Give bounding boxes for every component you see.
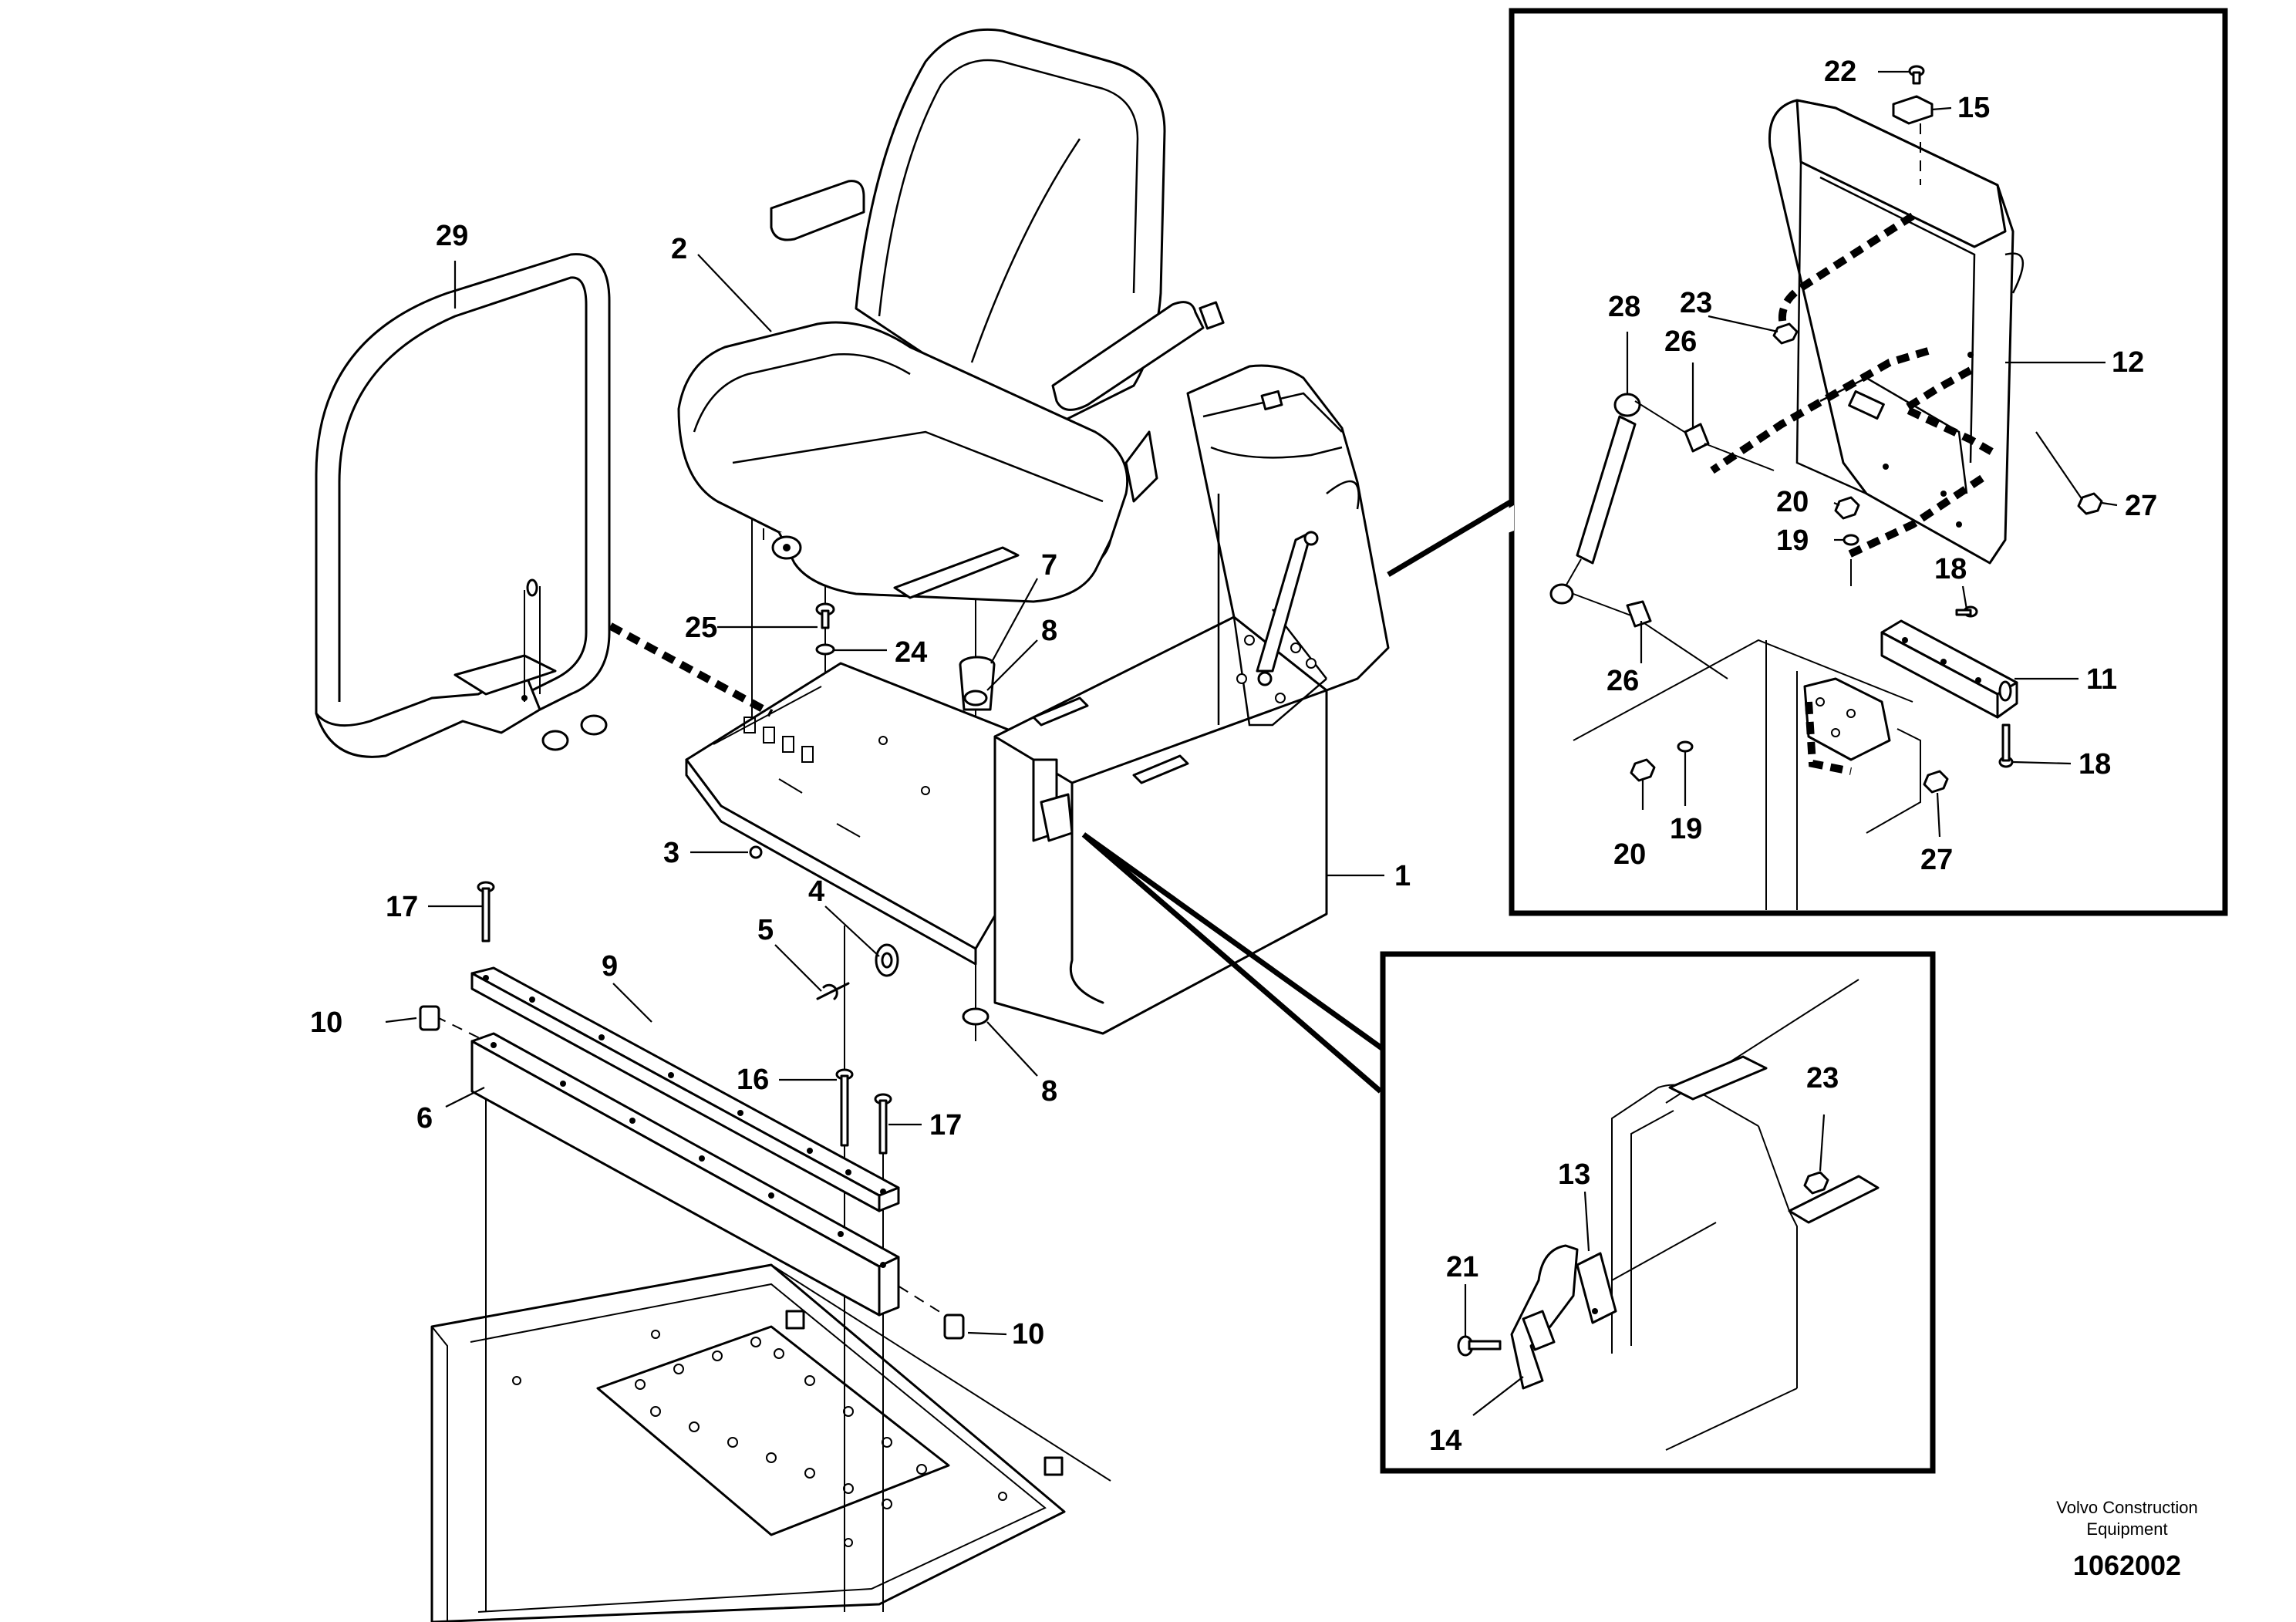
- detail-nut-23-lower: [1803, 1171, 1829, 1195]
- detail-nut-27-top: [2077, 492, 2103, 515]
- footer-brand: Volvo Construction Equipment 1062002: [2056, 1498, 2197, 1581]
- callout-2: 2: [671, 233, 687, 265]
- callout-29: 29: [436, 220, 468, 252]
- callout-10-left: 10: [310, 1007, 342, 1039]
- detail-upper-content: [1549, 65, 2103, 910]
- callout-25: 25: [685, 612, 717, 644]
- callout-8-top: 8: [1041, 615, 1057, 647]
- detail-screw-22: [1908, 65, 1925, 85]
- callout-21: 21: [1446, 1251, 1478, 1283]
- operator-seat: [677, 28, 1225, 603]
- washer-24: [815, 643, 835, 656]
- detail-nut-27-bottom: [1923, 770, 1949, 794]
- callout-16: 16: [737, 1064, 769, 1096]
- callout-6: 6: [416, 1102, 433, 1135]
- callout-3: 3: [663, 837, 679, 869]
- callout-15: 15: [1957, 92, 1990, 124]
- detail-washer-19-top: [1843, 534, 1859, 546]
- pin-5: [816, 982, 850, 1000]
- callout-20-bottom: 20: [1613, 838, 1646, 871]
- detail-frame-lower: [1081, 832, 1936, 1474]
- callout-5: 5: [757, 914, 774, 946]
- brand-line-2: Equipment: [2086, 1519, 2167, 1539]
- callout-26-top: 26: [1664, 325, 1697, 358]
- document-number: 1062002: [2073, 1549, 2181, 1581]
- callout-4: 4: [808, 875, 824, 908]
- detail-screw-18-bottom: [1998, 723, 2014, 768]
- seat-base-plate: [685, 662, 1027, 966]
- callout-14: 14: [1429, 1425, 1462, 1457]
- handrail: [315, 253, 611, 758]
- detail-lower-content: [1457, 979, 1880, 1451]
- callout-19-bottom: 19: [1670, 813, 1702, 845]
- upper-rail: [470, 966, 900, 1212]
- callout-23-top: 23: [1680, 287, 1712, 319]
- washer-3: [749, 845, 763, 859]
- callout-18-top: 18: [1934, 553, 1967, 585]
- detail-screw-18-top: [1955, 605, 1978, 618]
- detail-nut-20-top: [1834, 496, 1860, 520]
- bolt-16: [835, 1068, 854, 1147]
- callout-24: 24: [895, 636, 927, 669]
- detail-clip-15: [1892, 95, 1934, 125]
- gas-strut: [1549, 393, 1728, 679]
- control-console: [993, 364, 1390, 1035]
- callout-9: 9: [602, 950, 618, 983]
- callout-1: 1: [1394, 860, 1411, 892]
- callout-labels: 1 2 3 4 5 6 7 8 8 9 10 10 11 12 13 14 15…: [310, 56, 2157, 1457]
- cab-floor-frame: [430, 1263, 1111, 1622]
- detail-pin-26-top: [1684, 423, 1775, 471]
- callout-26-bottom: 26: [1607, 665, 1639, 697]
- callout-17-right: 17: [929, 1109, 962, 1141]
- callout-13: 13: [1558, 1158, 1590, 1191]
- detail-pin-26-bottom: [1626, 600, 1652, 628]
- bushing-4: [875, 943, 899, 977]
- damper-8-top: [963, 690, 988, 706]
- callout-27-bottom: 27: [1920, 844, 1953, 876]
- damper-8-bottom: [962, 1007, 990, 1026]
- callout-19-top: 19: [1776, 524, 1809, 557]
- callout-17-left: 17: [386, 891, 418, 923]
- bolt-17-right: [874, 1093, 892, 1155]
- lower-rail: [470, 1032, 900, 1317]
- detail-nut-20-bottom: [1630, 758, 1656, 782]
- callout-10-right: 10: [1012, 1318, 1044, 1351]
- brand-line-1: Volvo Construction: [2056, 1498, 2197, 1517]
- callout-8-bottom: 8: [1041, 1075, 1057, 1108]
- screw-25: [815, 602, 835, 629]
- hinge: [1880, 619, 2018, 719]
- detail-washer-19-bottom: [1677, 740, 1694, 753]
- callout-28: 28: [1608, 291, 1640, 323]
- callout-7: 7: [1041, 549, 1057, 582]
- rubber-stop-right: [943, 1313, 965, 1340]
- detail-nut-23: [1772, 322, 1799, 345]
- callout-27-top: 27: [2125, 490, 2157, 522]
- callout-20-top: 20: [1776, 486, 1809, 518]
- callout-23-bottom: 23: [1806, 1062, 1839, 1094]
- leader-lines: [385, 70, 2118, 1416]
- callout-22: 22: [1824, 56, 1856, 88]
- detail-bracket-13: [1576, 1252, 1617, 1324]
- detail-screw-21: [1457, 1335, 1502, 1357]
- detail-frame-upper: [1387, 8, 2228, 916]
- callout-12: 12: [2112, 346, 2144, 379]
- callout-11: 11: [2086, 663, 2117, 696]
- bolt-17-left: [477, 881, 495, 943]
- callout-18-bottom: 18: [2079, 748, 2111, 781]
- rubber-stop-left: [419, 1005, 440, 1031]
